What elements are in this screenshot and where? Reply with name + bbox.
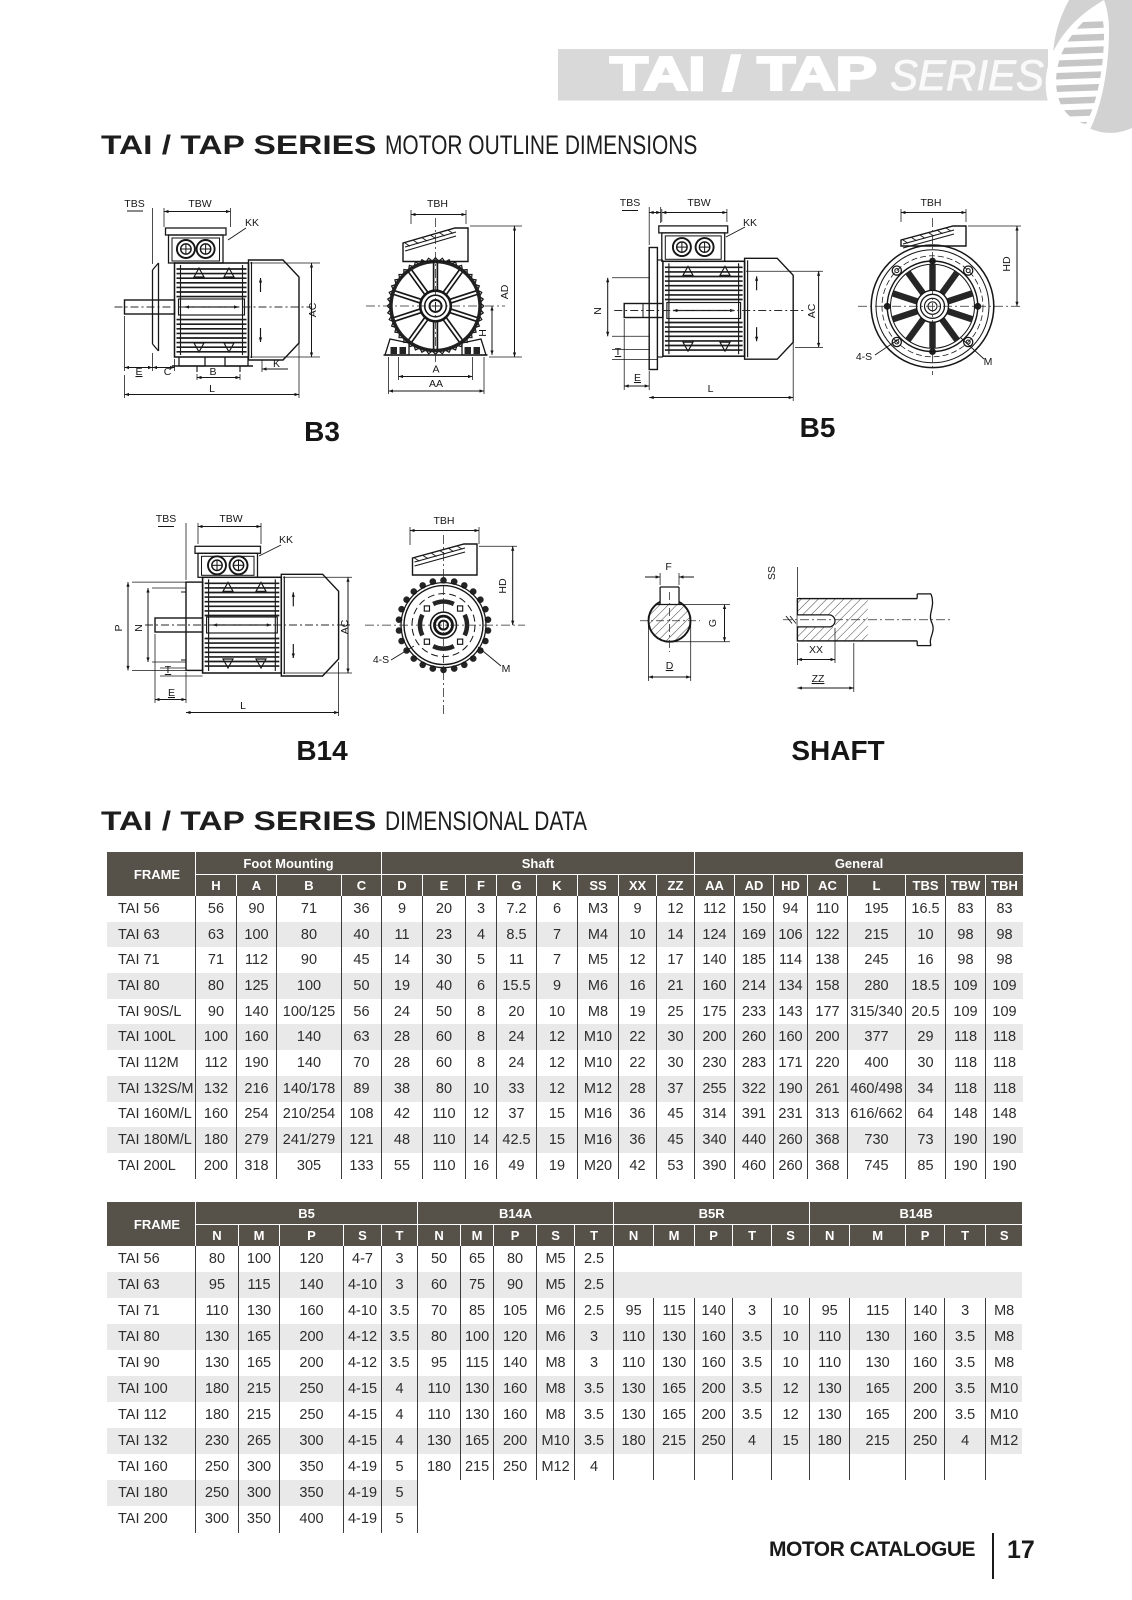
svg-text:TBW: TBW	[219, 513, 242, 525]
svg-text:TBW: TBW	[188, 198, 211, 210]
svg-text:KK: KK	[279, 534, 293, 546]
svg-text:AD: AD	[499, 284, 511, 299]
svg-text:HD: HD	[1001, 256, 1013, 272]
svg-text:P: P	[113, 624, 125, 631]
svg-text:SS: SS	[766, 566, 778, 580]
svg-text:AC: AC	[806, 303, 818, 318]
svg-text:TBS: TBS	[620, 197, 640, 209]
svg-text:KK: KK	[743, 217, 757, 229]
svg-text:4-S: 4-S	[373, 654, 389, 666]
svg-text:G: G	[707, 619, 719, 627]
svg-text:4-S: 4-S	[856, 351, 872, 363]
svg-text:B14: B14	[296, 735, 348, 766]
svg-text:TBS: TBS	[156, 513, 176, 525]
svg-text:L: L	[708, 383, 714, 395]
svg-text:AC: AC	[307, 302, 319, 317]
svg-text:L: L	[209, 383, 215, 395]
svg-text:XX: XX	[809, 644, 823, 656]
svg-text:B: B	[209, 366, 216, 378]
svg-text:TBH: TBH	[427, 198, 448, 210]
svg-text:E: E	[634, 372, 641, 384]
svg-text:SHAFT: SHAFT	[791, 735, 884, 766]
svg-text:AC: AC	[339, 619, 351, 634]
svg-text:L: L	[240, 700, 246, 712]
svg-text:D: D	[666, 660, 674, 672]
svg-text:F: F	[665, 561, 671, 573]
svg-text:T: T	[165, 664, 172, 676]
svg-text:M: M	[502, 663, 511, 675]
svg-text:TAI / TAP: TAI / TAP	[610, 47, 877, 100]
svg-text:B3: B3	[304, 416, 340, 447]
svg-text:T: T	[615, 346, 622, 358]
svg-text:TBH: TBH	[921, 197, 942, 209]
svg-text:AA: AA	[429, 378, 443, 390]
svg-text:C: C	[164, 366, 172, 378]
svg-text:A: A	[432, 364, 439, 376]
svg-text:E: E	[135, 366, 142, 378]
svg-text:N: N	[592, 307, 604, 315]
svg-text:TBW: TBW	[687, 197, 710, 209]
svg-text:N: N	[133, 624, 145, 632]
svg-text:KK: KK	[245, 217, 259, 229]
svg-text:M: M	[984, 356, 993, 368]
svg-text:E: E	[168, 687, 175, 699]
svg-text:SERIES: SERIES	[890, 52, 1044, 100]
svg-text:HD: HD	[497, 578, 509, 594]
svg-text:B5: B5	[800, 412, 836, 443]
svg-text:TBS: TBS	[124, 198, 144, 210]
svg-text:K: K	[273, 358, 280, 370]
svg-text:TBH: TBH	[434, 515, 455, 527]
svg-text:ZZ: ZZ	[812, 673, 825, 685]
svg-text:H: H	[477, 329, 489, 337]
